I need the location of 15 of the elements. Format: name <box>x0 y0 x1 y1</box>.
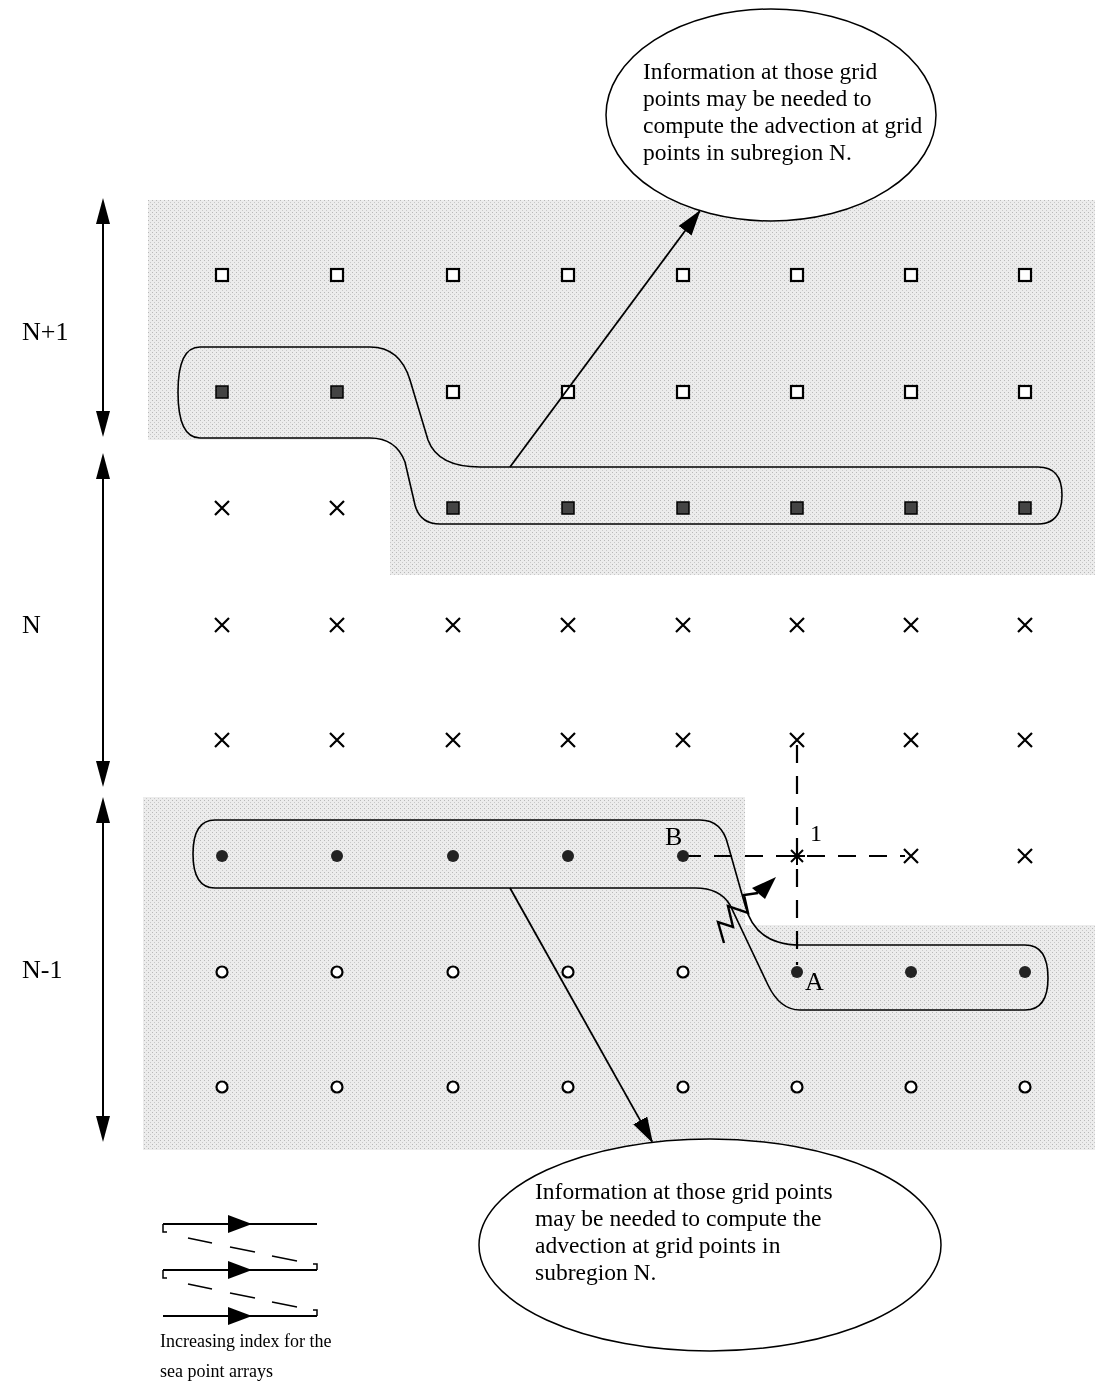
point-label: B <box>665 821 683 853</box>
callout-text: Information at those grid points may be needed to compute the advection at grid points in subregion N. <box>643 58 924 166</box>
point-label: 1 <box>810 819 822 848</box>
arrow <box>509 209 701 468</box>
region-label: N-1 <box>22 954 63 986</box>
callout-text: Information at those grid points may be needed to compute the advection at grid points in subregion N. <box>535 1178 834 1286</box>
region-label: N <box>22 609 41 641</box>
grouping-outline <box>191 818 1050 1012</box>
grouping-outline <box>176 345 1064 527</box>
arrow <box>509 887 653 1144</box>
region-label: N+1 <box>22 316 69 348</box>
callout-ellipse <box>478 1138 942 1352</box>
callout-ellipse <box>605 8 937 222</box>
point-label: A <box>805 966 824 998</box>
legend-text: Increasing index for the sea point arrays <box>160 1330 333 1383</box>
